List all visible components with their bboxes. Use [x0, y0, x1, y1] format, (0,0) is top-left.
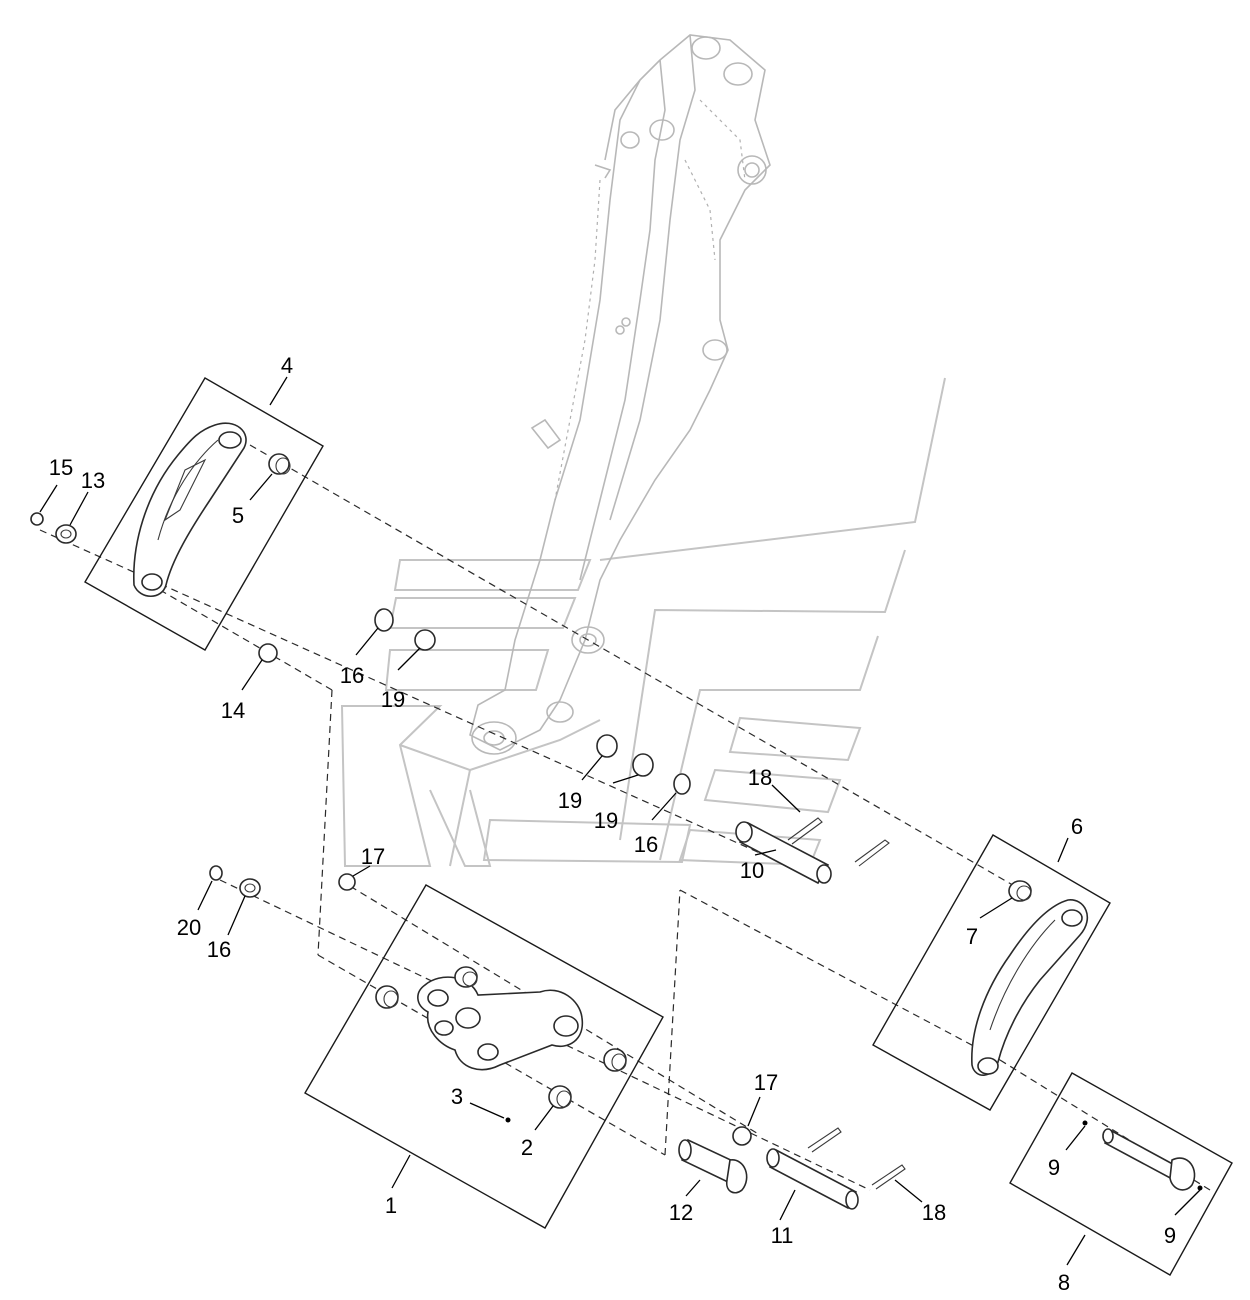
rings	[30, 453, 1032, 1146]
callout-1: 1	[385, 1193, 397, 1218]
callout-20: 20	[177, 915, 201, 940]
callout-11: 11	[771, 1223, 794, 1248]
callout-17-upper: 17	[361, 844, 385, 869]
callout-2: 2	[521, 1135, 533, 1160]
callout-17-lower: 17	[754, 1070, 778, 1095]
box-item-4	[84, 377, 324, 651]
box-item-1	[304, 884, 664, 1229]
callout-15: 15	[49, 455, 73, 480]
callout-12: 12	[669, 1200, 693, 1225]
link-arm-right	[971, 899, 1089, 1076]
callout-19-center-b: 19	[594, 808, 618, 833]
callout-6: 6	[1071, 814, 1083, 839]
callout-19-upper: 19	[381, 687, 405, 712]
boom-outline	[469, 34, 771, 755]
callout-7: 7	[966, 924, 978, 949]
callout-5: 5	[232, 503, 244, 528]
callout-4: 4	[281, 353, 293, 378]
callout-14: 14	[221, 698, 245, 723]
callout-9-right: 9	[1164, 1223, 1176, 1248]
leader-lines	[39, 376, 1201, 1266]
callout-9-left: 9	[1048, 1155, 1060, 1180]
bucket-link-body	[417, 976, 584, 1071]
callout-8: 8	[1058, 1270, 1070, 1295]
callout-18-lower: 18	[922, 1200, 946, 1225]
link-arm-left	[133, 422, 247, 598]
callout-16-upper: 16	[340, 663, 364, 688]
callout-labels: 4 5 15 13 14 16 19 19 19 16 18 10 6 7 17…	[49, 353, 1176, 1295]
callout-16-left: 16	[207, 937, 231, 962]
pins	[505, 817, 1203, 1210]
watermark-logo	[340, 377, 946, 867]
callout-18-upper: 18	[748, 765, 772, 790]
box-item-8	[1009, 1072, 1233, 1276]
callout-19-center-a: 19	[558, 788, 582, 813]
callout-16-center: 16	[634, 832, 658, 857]
callout-3: 3	[451, 1084, 463, 1109]
box-item-6	[872, 834, 1111, 1111]
callout-13: 13	[81, 468, 105, 493]
callout-10: 10	[740, 858, 764, 883]
